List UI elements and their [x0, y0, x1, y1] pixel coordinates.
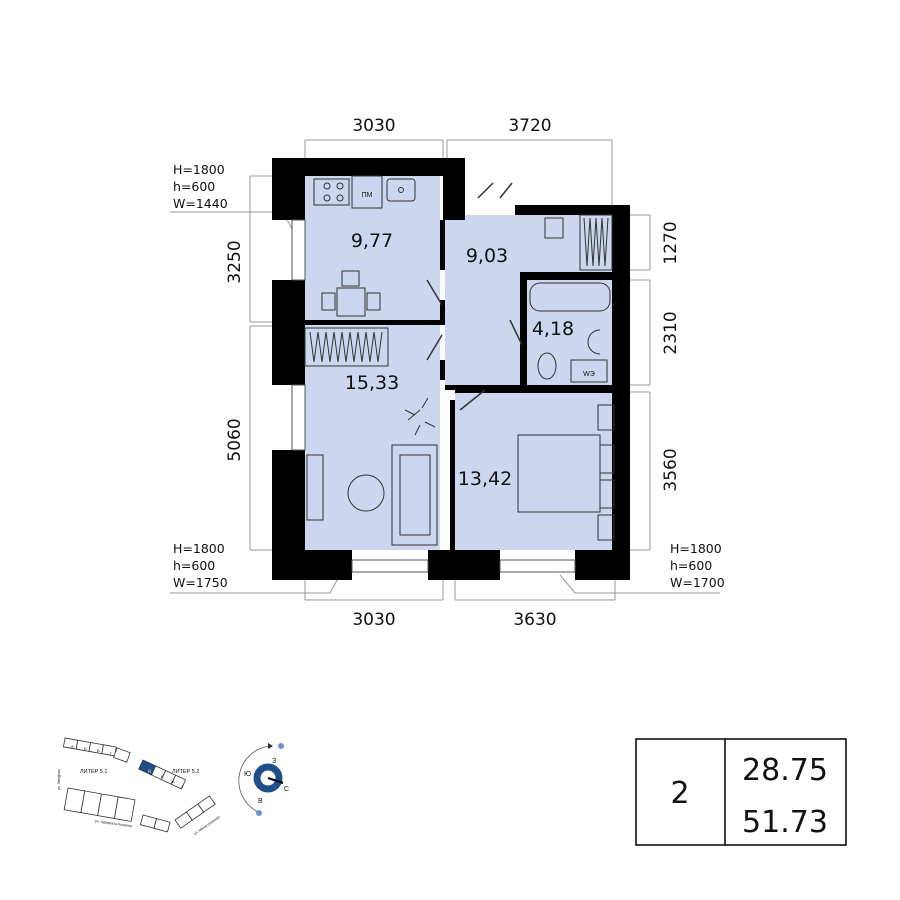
bedroom-window: [499, 559, 576, 573]
sun-icon: [256, 810, 262, 816]
summary-box: 2 28.75 51.73: [635, 738, 847, 846]
dim-right-3: 3560: [661, 448, 681, 491]
kitchen-window-spec: H=1800 h=600 W=1440: [173, 162, 228, 211]
fridge-label: ПМ: [362, 192, 373, 199]
compass-south: Ю: [244, 771, 251, 778]
sun-icon: [278, 743, 284, 749]
street-label: ул. Адмирала Крюкова: [95, 819, 132, 828]
doors: [426, 182, 523, 411]
wardrobe-icon: [579, 214, 613, 271]
dim-right-1: 1270: [661, 221, 681, 264]
liter-1-label: ЛИТЕР 5.1: [80, 769, 107, 775]
window-height: H=1800: [670, 541, 722, 556]
dim-top-right: 3720: [508, 116, 551, 136]
window-height: H=1800: [173, 541, 225, 556]
dimension-lines: [170, 139, 720, 601]
radiator-icon: [304, 327, 389, 367]
round-table-icon: [347, 474, 385, 512]
tv-icon: [306, 454, 324, 521]
kitchen-room: [305, 176, 440, 320]
living-balcony-window: [351, 559, 429, 573]
living-window-spec: H=1800 h=600 W=1750: [173, 541, 228, 590]
living-area: 15,33: [345, 372, 399, 394]
compass: С Ю В З: [238, 743, 289, 816]
window-width: W=1440: [173, 196, 228, 211]
window-width: W=1750: [173, 575, 228, 590]
dim-right-2: 2310: [661, 311, 681, 354]
compass-west: З: [272, 758, 276, 765]
window-sill: h=600: [173, 558, 215, 573]
compass-east: В: [258, 798, 263, 805]
section-label: Е: [161, 774, 164, 779]
stove-icon: [313, 178, 350, 206]
dim-top-left: 3030: [352, 116, 395, 136]
living-room: [305, 325, 440, 550]
washer-icon: [570, 359, 608, 383]
dim-bottom-left: 3030: [352, 610, 395, 630]
kitchen-window: [291, 219, 306, 281]
furniture: [304, 175, 615, 546]
bathroom-room: [527, 280, 612, 385]
hall-area: 9,03: [466, 245, 508, 267]
washer-label: WЭ: [583, 371, 595, 378]
section-label: Б: [84, 746, 87, 751]
bedroom-window-spec: H=1800 h=600 W=1700: [670, 541, 725, 590]
living-area-total: 28.75: [742, 753, 828, 788]
living-window: [291, 384, 306, 451]
nightstand-icon: [597, 404, 615, 431]
window-width: W=1700: [670, 575, 725, 590]
bedroom-room: [455, 393, 612, 550]
toilet-icon: [537, 352, 557, 380]
section-label-selected: Д: [148, 768, 151, 773]
rooms-count: 2: [670, 776, 689, 811]
dim-left-top: 3250: [225, 240, 245, 283]
walls: [272, 158, 630, 580]
compass-needle: [267, 777, 284, 784]
site-plan: [62, 737, 216, 833]
table-icon: [336, 287, 366, 317]
bathroom-area: 4,18: [532, 318, 574, 340]
section-label: В: [97, 748, 100, 753]
kitchen-area: 9,77: [351, 230, 393, 252]
section-label: А: [71, 744, 74, 749]
total-area: 51.73: [742, 805, 828, 840]
compass-ring: [253, 763, 283, 793]
window-sill: h=600: [173, 179, 215, 194]
bedroom-area: 13,42: [458, 468, 512, 490]
site-plan-labels: А Б В Г Д Е Ж З ЛИТЕР 5.1 ЛИТЕР 5.2 ул. …: [57, 744, 221, 836]
dim-bottom-right: 3630: [513, 610, 556, 630]
window-sill: h=600: [670, 558, 712, 573]
section-label: З: [181, 784, 184, 789]
liter-2-label: ЛИТЕР 5.2: [172, 769, 199, 775]
washbasin-icon: [587, 329, 601, 355]
sink-icon: [386, 178, 416, 202]
plant-icon: [404, 397, 436, 436]
window-height: H=1800: [173, 162, 225, 177]
section-label: Г: [110, 751, 113, 756]
fridge-icon: [351, 175, 383, 209]
section-label: Ж: [171, 779, 175, 784]
compass-north: С: [284, 786, 289, 793]
street-label: ул. Магистральная: [193, 815, 221, 836]
windows: [291, 219, 576, 573]
bathtub-icon: [529, 282, 611, 312]
sofa-icon: [391, 444, 438, 546]
dim-left-bottom: 5060: [225, 418, 245, 461]
shoe-rack-icon: [544, 217, 564, 239]
street-label: ул. Звездная: [57, 769, 61, 790]
